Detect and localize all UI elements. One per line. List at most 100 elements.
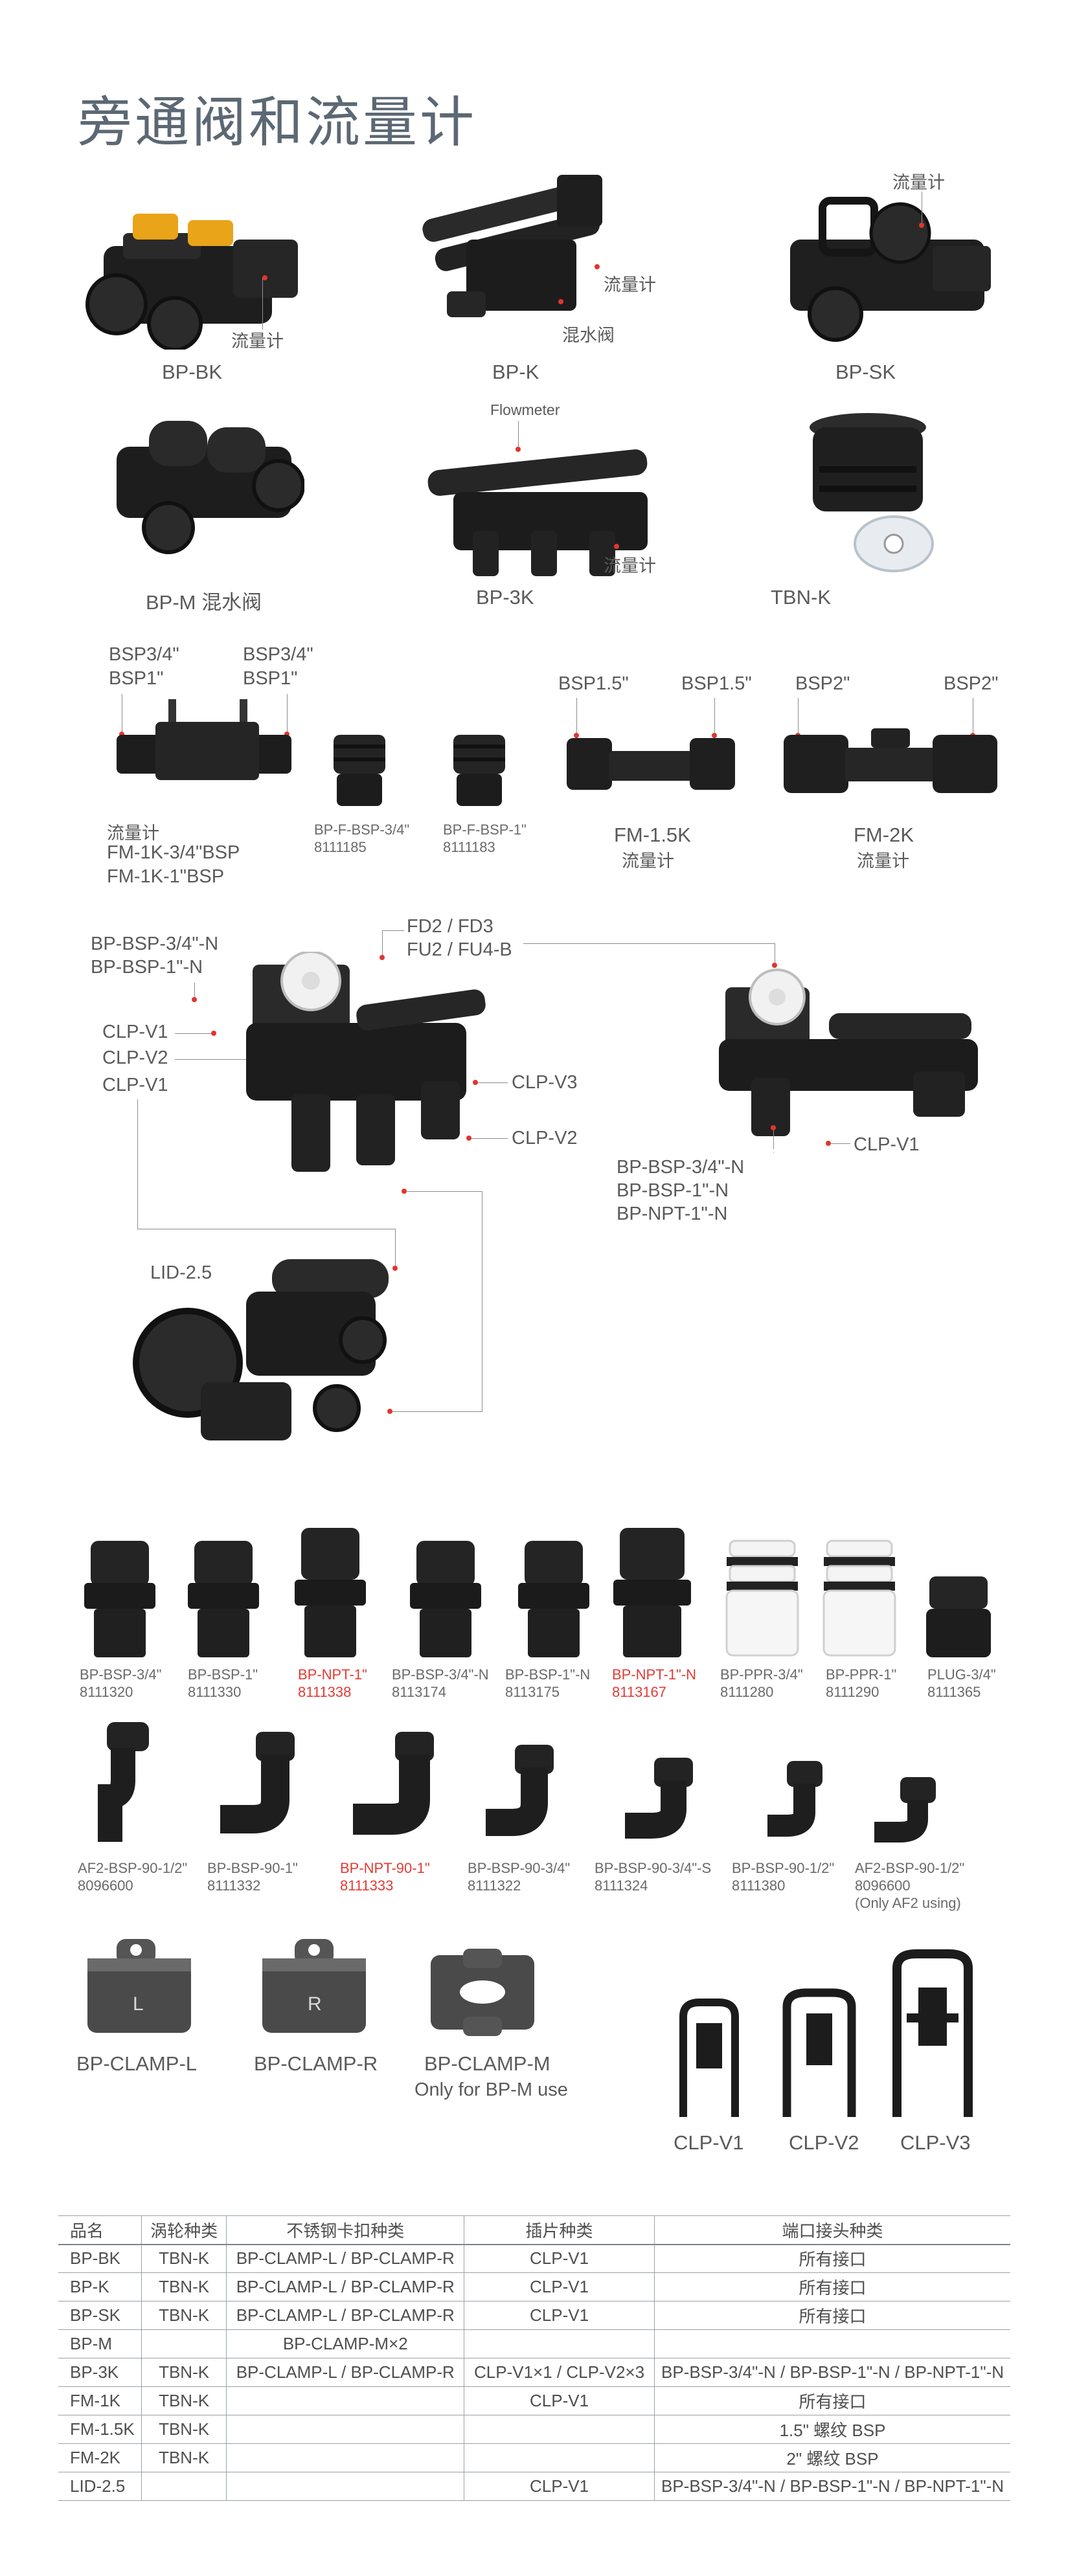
assembly-bn-1-label: BP-BSP-1"-N	[617, 1180, 729, 1201]
table-header-cell: 品名	[58, 2215, 142, 2245]
table-cell	[226, 2443, 464, 2472]
assembly-image-right	[719, 969, 978, 1136]
page-title: 旁通阀和流量计	[78, 91, 477, 154]
fm1k-bsp34-left-label: BSP3/4"	[109, 644, 179, 665]
clamp-l-letter: L	[133, 1993, 144, 2015]
table-cell: TBN-K	[141, 2443, 227, 2472]
elbow-bp-bsp-90-34-image	[486, 1745, 554, 1836]
bp-3k-label: BP-3K	[476, 586, 534, 609]
fm1k-34-label: FM-1K-3/4"BSP	[107, 842, 240, 863]
fm-2k-label: FM-2K	[854, 823, 914, 846]
table-cell: BP-BSP-3/4"-N / BP-BSP-1"-N / BP-NPT-1"-…	[653, 2358, 1010, 2387]
clip-v1-image	[679, 1999, 739, 2117]
assembly-image-left	[246, 952, 486, 1172]
connector-bp-ppr-34-image	[725, 1540, 799, 1657]
elbow-af2-bsp-90-12b-image	[874, 1777, 936, 1842]
table-cell	[141, 2329, 227, 2358]
table-cell: 所有接口	[653, 2272, 1010, 2302]
bp-bk-flowmeter-label: 流量计	[231, 331, 284, 351]
connector-bp-bsp-1-image	[188, 1541, 259, 1657]
elbow-r2-1: BP-BSP-90-1"8111332	[207, 1860, 298, 1894]
table-header-cell: 不锈钢卡扣种类	[226, 2215, 464, 2245]
table-cell	[653, 2329, 1010, 2358]
elbow-bp-npt-90-1-image	[353, 1732, 434, 1835]
table-cell	[464, 2329, 655, 2358]
elbow-r2-5: BP-BSP-90-1/2"8111380	[732, 1860, 835, 1894]
fm-1k-image	[117, 699, 291, 780]
tbn-k-label: TBN-K	[771, 586, 831, 609]
fm1k-bsp1-right-label: BSP1"	[243, 668, 298, 689]
fm-1.5k-flowmeter-label: 流量计	[622, 851, 674, 871]
assembly-clp-v1-c-label: CLP-V1	[854, 1134, 920, 1155]
elbow-r2-3: BP-BSP-90-3/4"8111322	[468, 1860, 571, 1894]
table-cell: CLP-V1×1 / CLP-V2×3	[464, 2358, 655, 2387]
table-cell: BP-BK	[58, 2244, 142, 2273]
table-cell: BP-M	[58, 2329, 142, 2358]
connector-r1-2: BP-NPT-1"8111338	[298, 1666, 367, 1700]
connector-r1-7: BP-PPR-1"8111290	[826, 1666, 897, 1700]
bp-f-bsp-34-code: 8111185	[314, 839, 367, 855]
clamp-r-image: R	[262, 1939, 366, 2033]
bp-k-mixing-valve-label: 混水阀	[562, 326, 615, 345]
bp-bk-image	[85, 214, 298, 350]
table-cell: TBN-K	[141, 2415, 227, 2444]
table-cell: FM-1.5K	[58, 2415, 142, 2444]
table-cell: BP-CLAMP-M×2	[226, 2329, 464, 2358]
fm1k-1-label: FM-1K-1"BSP	[107, 866, 225, 887]
table-cell: BP-CLAMP-L / BP-CLAMP-R	[226, 2272, 464, 2302]
assembly-fu-label: FU2 / FU4-B	[407, 939, 512, 960]
fm-1.5k-image	[567, 738, 735, 790]
clamp-m-note: Only for BP-M use	[414, 2079, 568, 2100]
elbow-bp-bsp-90-1-image	[220, 1732, 295, 1833]
connector-bp-ppr-1-image	[822, 1540, 896, 1657]
bp-f-bsp-1-image	[453, 735, 505, 806]
table-cell	[141, 2472, 227, 2501]
bp-k-image	[422, 175, 602, 317]
assembly-clp-v1-b-label: CLP-V1	[102, 1075, 168, 1095]
table-cell: 所有接口	[653, 2244, 1010, 2273]
clip-v2-image	[782, 1988, 856, 2117]
bp-sk-label: BP-SK	[835, 361, 896, 383]
table-header-cell: 插片种类	[464, 2215, 655, 2245]
tbn-k-image	[810, 413, 934, 572]
fm-2k-flowmeter-label: 流量计	[857, 851, 909, 871]
clamp-l-label: BP-CLAMP-L	[76, 2052, 198, 2075]
connector-r1-8: PLUG-3/4"8111365	[927, 1666, 996, 1700]
fm1k-bsp1-left-label: BSP1"	[109, 668, 164, 689]
connector-bp-bsp-34-image	[84, 1541, 155, 1657]
elbow-bp-bsp-90-34s-image	[625, 1758, 693, 1839]
clip-v3-label: CLP-V3	[900, 2131, 971, 2154]
bp-k-label: BP-K	[492, 361, 539, 383]
elbow-r2-2: BP-NPT-90-1"8111333	[340, 1860, 430, 1894]
table-cell: BP-K	[58, 2272, 142, 2302]
table-cell: LID-2.5	[58, 2472, 142, 2501]
clamp-l-image: L	[87, 1939, 191, 2033]
lid-2.5-image	[133, 1259, 389, 1440]
table-cell: 1.5" 螺纹 BSP	[653, 2415, 1010, 2444]
table-cell: BP-BSP-3/4"-N / BP-BSP-1"-N / BP-NPT-1"-…	[653, 2472, 1010, 2501]
fm-1.5k-label: FM-1.5K	[614, 823, 691, 846]
elbow-bp-bsp-90-12-image	[767, 1761, 822, 1837]
table-cell: CLP-V1	[464, 2272, 655, 2302]
fm2k-bsp2-right-label: BSP2"	[944, 673, 999, 694]
table-cell: FM-2K	[58, 2443, 142, 2472]
connector-bp-bsp-34n-image	[410, 1541, 481, 1657]
table-cell: 所有接口	[653, 2301, 1010, 2330]
clip-v3-image	[892, 1949, 973, 2117]
table-cell: TBN-K	[141, 2244, 227, 2273]
table-cell: CLP-V1	[464, 2301, 655, 2330]
clamp-r-label: BP-CLAMP-R	[254, 2052, 378, 2075]
bp-k-flowmeter-label: 流量计	[604, 275, 656, 295]
table-cell: 2" 螺纹 BSP	[653, 2443, 1010, 2472]
table-cell: BP-3K	[58, 2358, 142, 2387]
bp-f-bsp-34-image	[334, 735, 385, 806]
table-cell: TBN-K	[141, 2301, 227, 2330]
table-cell: CLP-V1	[464, 2386, 655, 2415]
